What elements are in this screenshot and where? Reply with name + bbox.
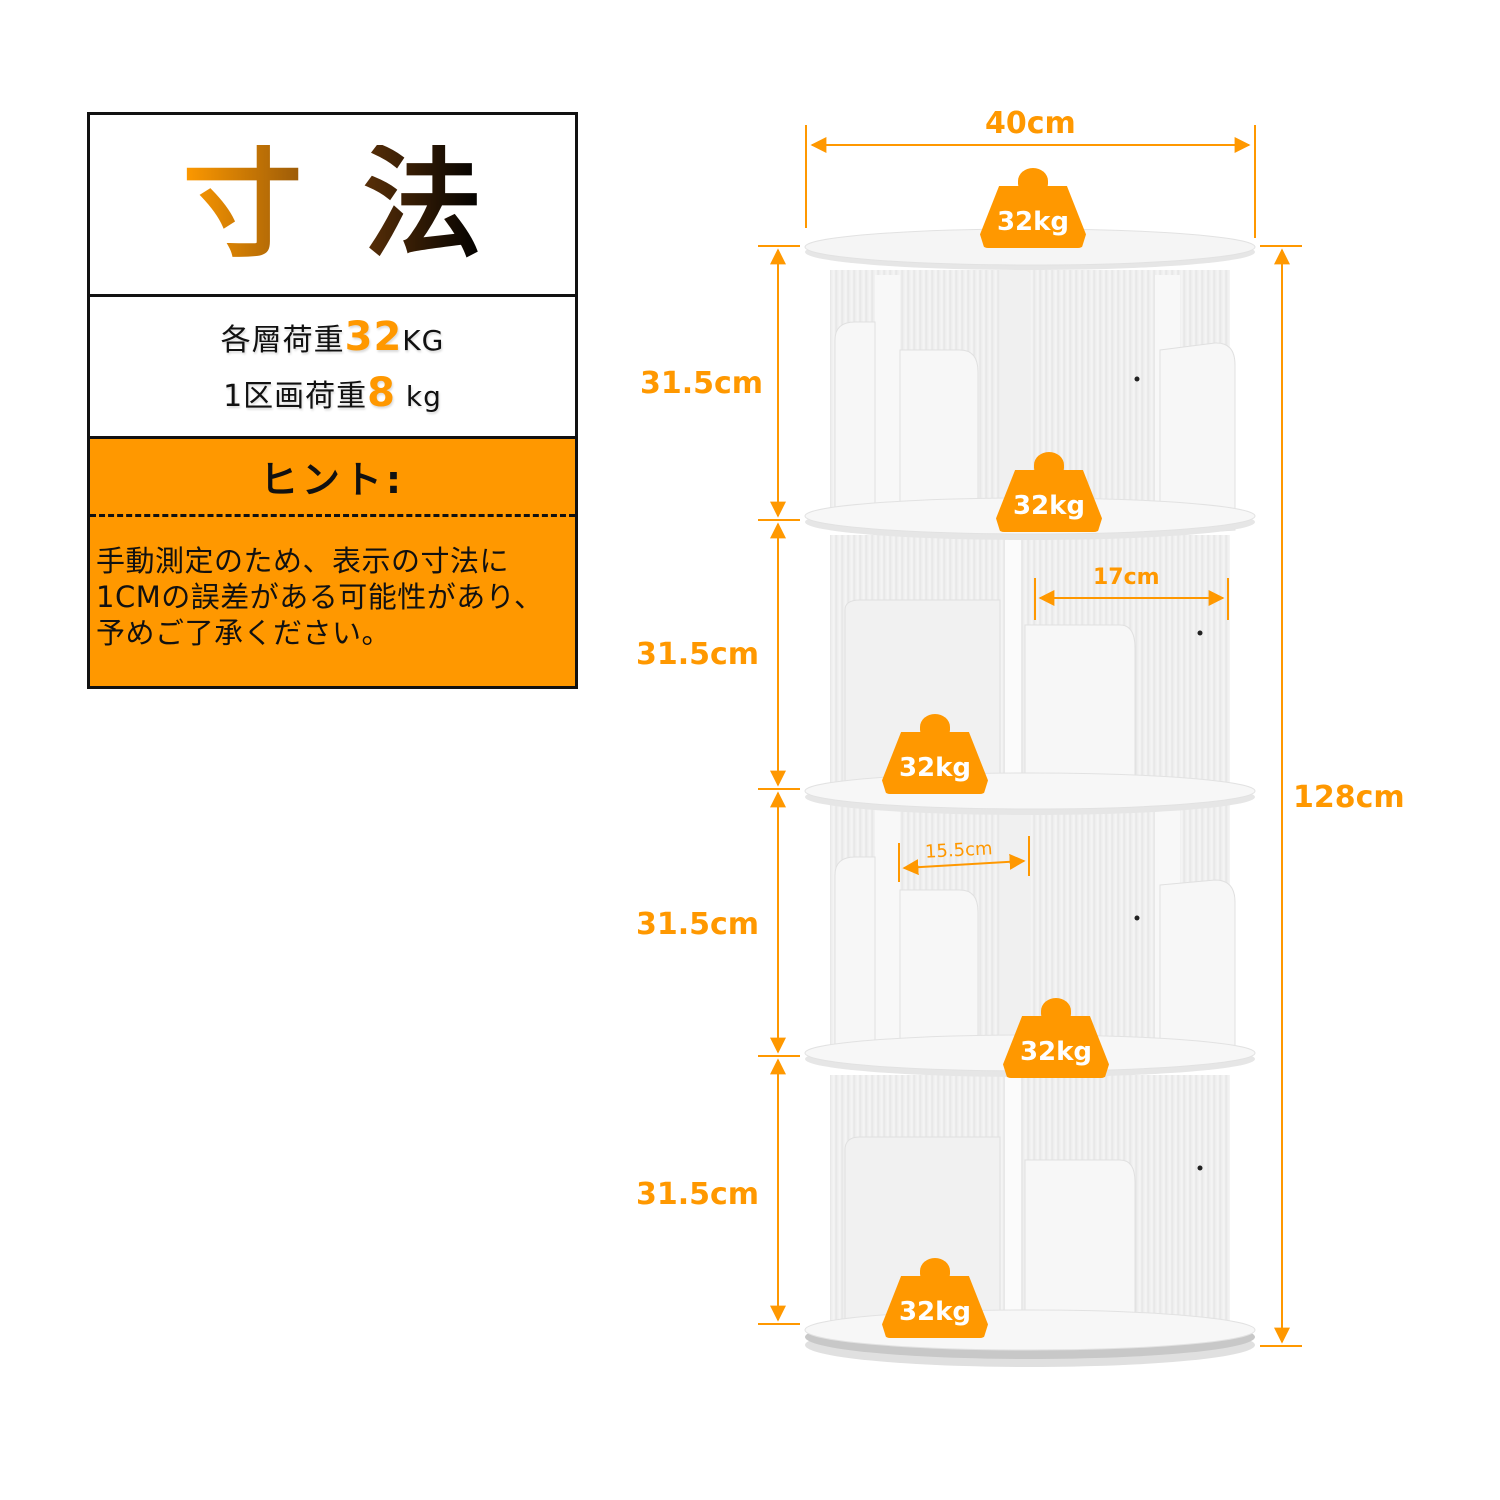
total-height-dimension-line — [1260, 245, 1302, 1347]
load-capacity-box: 各層荷重32KG 1区画荷重8 kg — [90, 297, 575, 439]
hint-title: ヒント: — [90, 439, 575, 517]
hint-text: 手動測定のため、表示の寸法に1CMの誤差がある可能性があり、予めご了承ください。 — [96, 544, 544, 650]
tier-4-height-label: 31.5cm — [636, 1177, 760, 1212]
tier-1-height-label: 31.5cm — [640, 366, 764, 401]
weight-badge-label: 32kg — [980, 186, 1086, 248]
weight-badge-label: 32kg — [882, 732, 988, 794]
compartment-17cm-dimension-line — [1034, 578, 1229, 620]
hint-box: ヒント: 手動測定のため、表示の寸法に1CMの誤差がある可能性があり、予めご了承… — [90, 439, 575, 686]
compartment-15-5cm-label: 15.5cm — [924, 838, 994, 863]
tier-2-height-label: 31.5cm — [636, 637, 760, 672]
tier-height-dimension-lines — [758, 245, 800, 1325]
weight-badge-label: 32kg — [882, 1276, 988, 1338]
width-dimension-line — [805, 125, 1256, 238]
weight-badge-tier-4: 32kg — [882, 1258, 988, 1338]
width-label: 40cm — [985, 106, 1076, 141]
per-compartment-load: 1区画荷重8 kg — [223, 367, 442, 423]
per-tier-load: 各層荷重32KG — [221, 311, 445, 367]
compartment-15-5cm-dimension-line — [898, 836, 1030, 882]
total-height-label: 128cm — [1293, 780, 1405, 815]
per-compartment-load-unit: kg — [396, 379, 442, 413]
compartment-17cm-label: 17cm — [1093, 565, 1160, 590]
spec-panel: 寸 法 各層荷重32KG 1区画荷重8 kg ヒント: 手動測定のため、表示の寸… — [87, 112, 578, 689]
weight-badge-tier-2: 32kg — [882, 714, 988, 794]
per-compartment-load-value: 8 — [367, 369, 397, 416]
weight-badge-tier-1: 32kg — [996, 452, 1102, 532]
title-char-2: 法 — [362, 134, 483, 274]
title-char-1: 寸 — [182, 134, 303, 274]
weight-badge-top: 32kg — [980, 168, 1086, 248]
per-tier-load-value: 32 — [344, 313, 403, 360]
per-compartment-load-label: 1区画荷重 — [223, 378, 368, 414]
weight-badge-label: 32kg — [1003, 1016, 1109, 1078]
title-box: 寸 法 — [90, 115, 575, 297]
tier-3-height-label: 31.5cm — [636, 907, 760, 942]
weight-badge-tier-3: 32kg — [1003, 998, 1109, 1078]
per-tier-load-label: 各層荷重 — [220, 322, 345, 358]
weight-badge-label: 32kg — [996, 470, 1102, 532]
per-tier-load-unit: KG — [402, 323, 445, 357]
